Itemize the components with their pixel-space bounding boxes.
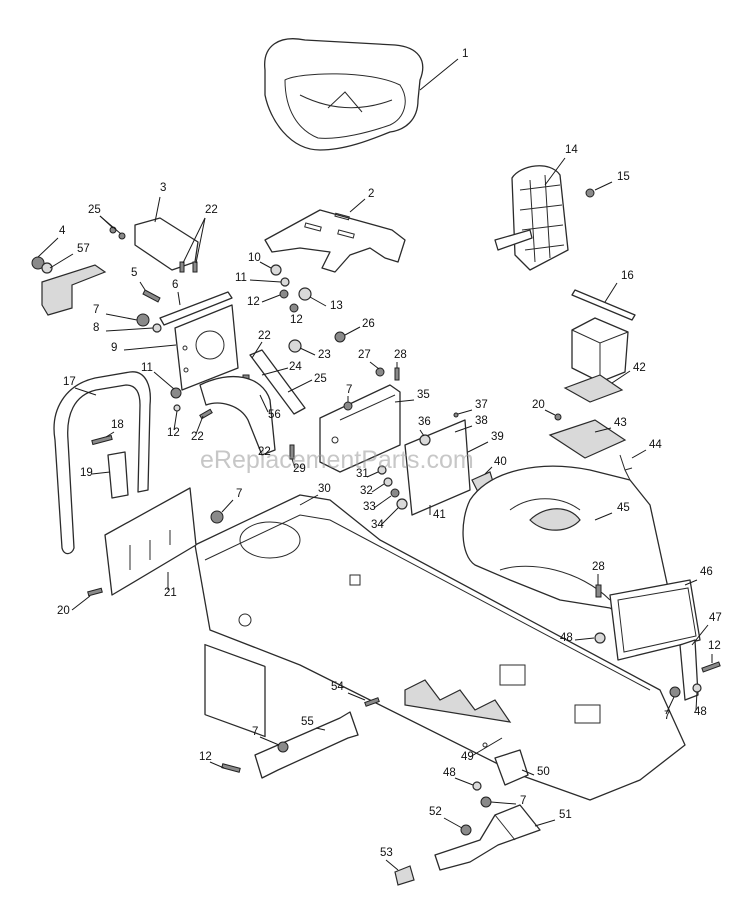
callout-label: 12 [167,427,180,439]
callout-label: 9 [111,342,117,354]
callout-label: 25 [314,373,327,385]
callout-label: 8 [93,322,99,334]
callout-label: 41 [433,509,446,521]
callout-label: 6 [172,279,178,291]
callout-label: 37 [475,399,488,411]
callout-label: 23 [318,349,331,361]
bracket-part-3[interactable] [134,217,199,271]
callout-label: 36 [418,416,431,428]
callout-label: 22 [205,204,218,216]
callout-label: 20 [532,399,545,411]
callout-label: 7 [93,304,99,316]
mount-plate-part[interactable] [174,304,239,391]
callout-label: 20 [57,605,70,617]
callout-label: 18 [111,419,124,431]
callout-label: 46 [700,566,713,578]
callout-label: 17 [63,376,76,388]
callout-label: 51 [559,809,572,821]
callout-label: 34 [371,519,384,531]
callout-label: 43 [614,417,627,429]
seat-pan-part[interactable] [264,209,406,273]
callout-label: 19 [80,467,93,479]
callout-label: 24 [289,361,302,373]
callout-label: 22 [258,446,271,458]
callout-label: 21 [164,587,177,599]
callout-label: 28 [394,349,407,361]
callout-label: 40 [494,456,507,468]
callout-label: 39 [491,431,504,443]
callout-label: 12 [708,640,721,652]
callout-label: 27 [358,349,371,361]
callout-label: 22 [191,431,204,443]
rear-plate-part[interactable] [104,487,197,596]
callout-label: 15 [617,171,630,183]
callout-label: 28 [592,561,605,573]
callout-label: 53 [380,847,393,859]
callout-label: 10 [248,252,261,264]
callout-label: 33 [363,501,376,513]
grille-part[interactable] [609,579,701,661]
callout-label: 12 [199,751,212,763]
callout-label: 48 [443,767,456,779]
callout-label: 56 [268,409,281,421]
battery-bracket-part[interactable] [494,165,569,271]
callout-label: 7 [520,795,526,807]
callout-label: 38 [475,415,488,427]
callout-label: 29 [293,463,306,475]
callout-label: 42 [633,362,646,374]
callout-label: 44 [649,439,662,451]
callout-label: 32 [360,485,373,497]
frame-part[interactable] [194,494,686,801]
callout-label: 22 [258,330,271,342]
callout-label: 14 [565,144,578,156]
callout-label: 3 [160,182,166,194]
callout-label: 30 [318,483,331,495]
callout-label: 50 [537,766,550,778]
foot-rest-part[interactable] [434,804,541,871]
callout-label: 5 [131,267,137,279]
callout-label: 48 [694,706,707,718]
callout-label: 7 [664,710,670,722]
callout-label: 2 [368,188,374,200]
callout-label: 31 [356,468,369,480]
callout-label: 1 [462,48,468,60]
callout-label: 35 [417,389,430,401]
callout-label: 52 [429,806,442,818]
roll-bar-part[interactable] [53,371,151,555]
callout-label: 48 [560,632,573,644]
callout-label: 54 [331,681,344,693]
watermark-text: eReplacementParts.com [200,446,474,474]
callout-label: 25 [88,204,101,216]
callout-label: 47 [709,612,722,624]
callout-label: 7 [252,726,258,738]
shield-part-56[interactable] [199,375,276,456]
callout-label: 13 [330,300,343,312]
knob-part[interactable] [31,256,107,316]
bracket-part-35[interactable] [319,384,401,473]
seat-part[interactable] [264,38,424,151]
callout-label: 12 [290,314,303,326]
callout-label: 11 [235,272,247,284]
callout-label: 12 [247,296,260,308]
callout-label: 49 [461,751,474,763]
callout-label: 45 [617,502,630,514]
callout-label: 7 [346,384,352,396]
callout-label: 7 [236,488,242,500]
callout-label: 4 [59,225,66,237]
callout-label: 16 [621,270,634,282]
callout-label: 57 [77,243,90,255]
callout-label: 11 [141,362,153,374]
callout-label: 26 [362,318,375,330]
callout-label: 55 [301,716,314,728]
brace-part-55[interactable] [254,711,359,779]
battery-part[interactable] [571,317,629,383]
